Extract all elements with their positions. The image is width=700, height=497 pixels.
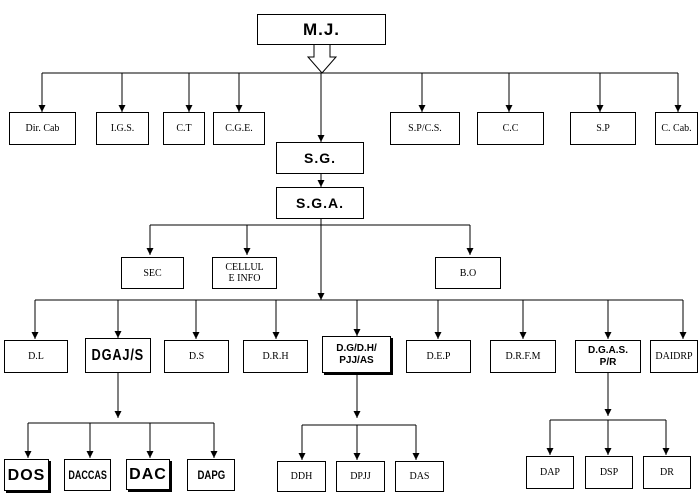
dr-label: DR: [660, 467, 674, 478]
cc-box[interactable]: C.C: [477, 112, 544, 145]
dapg-label: DAPG: [197, 467, 225, 482]
drfm-label: D.R.F.M: [505, 351, 541, 362]
sp-cs-label: S.P/C.S.: [408, 123, 442, 134]
daidrp-label: DAIDRP: [655, 351, 693, 362]
dos-label: DOS: [7, 466, 46, 484]
ddh-label: DDH: [290, 471, 313, 482]
dac-label: DAC: [129, 466, 167, 483]
cellule-info-box[interactable]: CELLUL E INFO: [212, 257, 277, 289]
das-box[interactable]: DAS: [395, 461, 444, 492]
dgdh-label-line1: D.G/D.H/: [336, 342, 377, 354]
dir-cab-label: Dir. Cab: [25, 123, 60, 134]
dep-label: D.E.P: [426, 351, 451, 362]
mj-box[interactable]: M.J.: [257, 14, 386, 45]
sp-label: S.P: [596, 123, 610, 134]
c-cab-label: C. Cab.: [661, 123, 692, 134]
block-arrow-icon: [306, 43, 338, 74]
ct-box[interactable]: C.T: [163, 112, 205, 145]
mj-label: M.J.: [302, 20, 341, 39]
drfm-box[interactable]: D.R.F.M: [490, 340, 556, 373]
cge-box[interactable]: C.G.E.: [213, 112, 265, 145]
daccas-label: DACCAS: [68, 467, 107, 482]
dgas-label-line1: D.G.A.S.: [587, 344, 628, 356]
dgas-label-line2: P/R: [599, 356, 617, 368]
sp-cs-box[interactable]: S.P/C.S.: [390, 112, 460, 145]
sga-box[interactable]: S.G.A.: [276, 187, 364, 219]
dir-cab-box[interactable]: Dir. Cab: [9, 112, 76, 145]
sec-box[interactable]: SEC: [121, 257, 184, 289]
dpjj-label: DPJJ: [350, 471, 371, 482]
dgajs-box[interactable]: DGAJ/S: [85, 338, 151, 373]
dgajs-label: DGAJ/S: [91, 347, 145, 364]
igs-label: I.G.S.: [110, 123, 135, 134]
dep-box[interactable]: D.E.P: [406, 340, 471, 373]
dl-box[interactable]: D.L: [4, 340, 68, 373]
dgdh-box[interactable]: D.G/D.H/ PJJ/AS: [322, 336, 391, 373]
ct-label: C.T: [176, 123, 192, 134]
dos-box[interactable]: DOS: [4, 459, 49, 491]
dgas-box[interactable]: D.G.A.S. P/R: [575, 340, 641, 373]
c-cab-box[interactable]: C. Cab.: [655, 112, 698, 145]
sg-box[interactable]: S.G.: [276, 142, 364, 174]
cge-label: C.G.E.: [225, 123, 253, 134]
ddh-box[interactable]: DDH: [277, 461, 326, 492]
cc-label: C.C: [502, 123, 519, 134]
daidrp-box[interactable]: DAIDRP: [650, 340, 698, 373]
bo-label: B.O: [459, 267, 477, 279]
dpjj-box[interactable]: DPJJ: [336, 461, 385, 492]
dsp-box[interactable]: DSP: [585, 456, 633, 489]
sg-label: S.G.: [303, 149, 336, 166]
cellule-info-label-line1: CELLUL: [225, 262, 264, 273]
dgdh-label-line2: PJJ/AS: [339, 354, 374, 366]
cellule-info-label-line2: E INFO: [228, 273, 261, 284]
dsp-label: DSP: [599, 467, 619, 478]
dl-label: D.L: [28, 351, 44, 362]
dap-box[interactable]: DAP: [526, 456, 574, 489]
daccas-box[interactable]: DACCAS: [64, 459, 111, 491]
drh-box[interactable]: D.R.H: [243, 340, 308, 373]
dac-box[interactable]: DAC: [126, 459, 170, 490]
bo-box[interactable]: B.O: [435, 257, 501, 289]
sec-label: SEC: [143, 267, 162, 279]
ds-label: D.S: [188, 351, 205, 362]
dapg-box[interactable]: DAPG: [187, 459, 235, 491]
dap-label: DAP: [539, 467, 560, 478]
igs-box[interactable]: I.G.S.: [96, 112, 149, 145]
das-label: DAS: [409, 471, 430, 482]
sga-label: S.G.A.: [295, 194, 344, 211]
sp-box[interactable]: S.P: [570, 112, 636, 145]
dr-box[interactable]: DR: [643, 456, 691, 489]
drh-label: D.R.H: [262, 351, 289, 362]
ds-box[interactable]: D.S: [164, 340, 229, 373]
